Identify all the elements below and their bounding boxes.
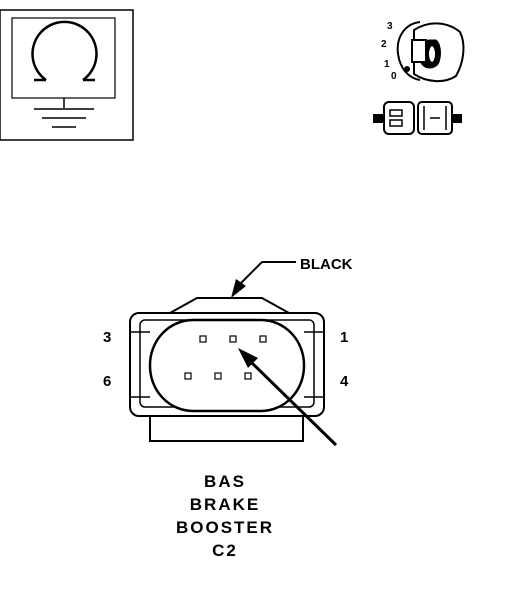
key-position-1: 1 (384, 59, 390, 70)
pin-label-top-right: 1 (340, 329, 348, 346)
connector-title: BAS BRAKE BOOSTER C2 (150, 470, 300, 562)
pin-cavity-5 (214, 372, 222, 380)
title-line-bas: BAS (204, 472, 246, 491)
pin-cavity-4 (244, 372, 252, 380)
key-position-2: 2 (381, 39, 387, 50)
connector-plug-icon (373, 101, 462, 135)
key-position-0: 0 (391, 71, 397, 82)
pin-cavity-2 (229, 335, 237, 343)
ignition-key-icon: 3 2 1 0 (381, 21, 465, 82)
connector-body (129, 297, 325, 442)
pin-pointer-arrow (238, 348, 338, 447)
connector-color-label: BLACK (300, 256, 353, 273)
pin-label-bottom-right: 4 (340, 373, 349, 390)
title-line-c2: C2 (212, 541, 238, 560)
pin-cavities (184, 335, 267, 380)
title-line-brake: BRAKE (189, 495, 261, 514)
pin-cavity-1 (259, 335, 267, 343)
key-position-3: 3 (387, 21, 393, 32)
pin-cavity-3 (199, 335, 207, 343)
pin-label-top-left: 3 (103, 329, 111, 346)
pin-cavity-6 (184, 372, 192, 380)
color-callout-leader (231, 261, 296, 298)
pin-label-bottom-left: 6 (103, 373, 111, 390)
ground-symbol-icon (0, 9, 134, 141)
title-line-booster: BOOSTER (175, 518, 275, 537)
